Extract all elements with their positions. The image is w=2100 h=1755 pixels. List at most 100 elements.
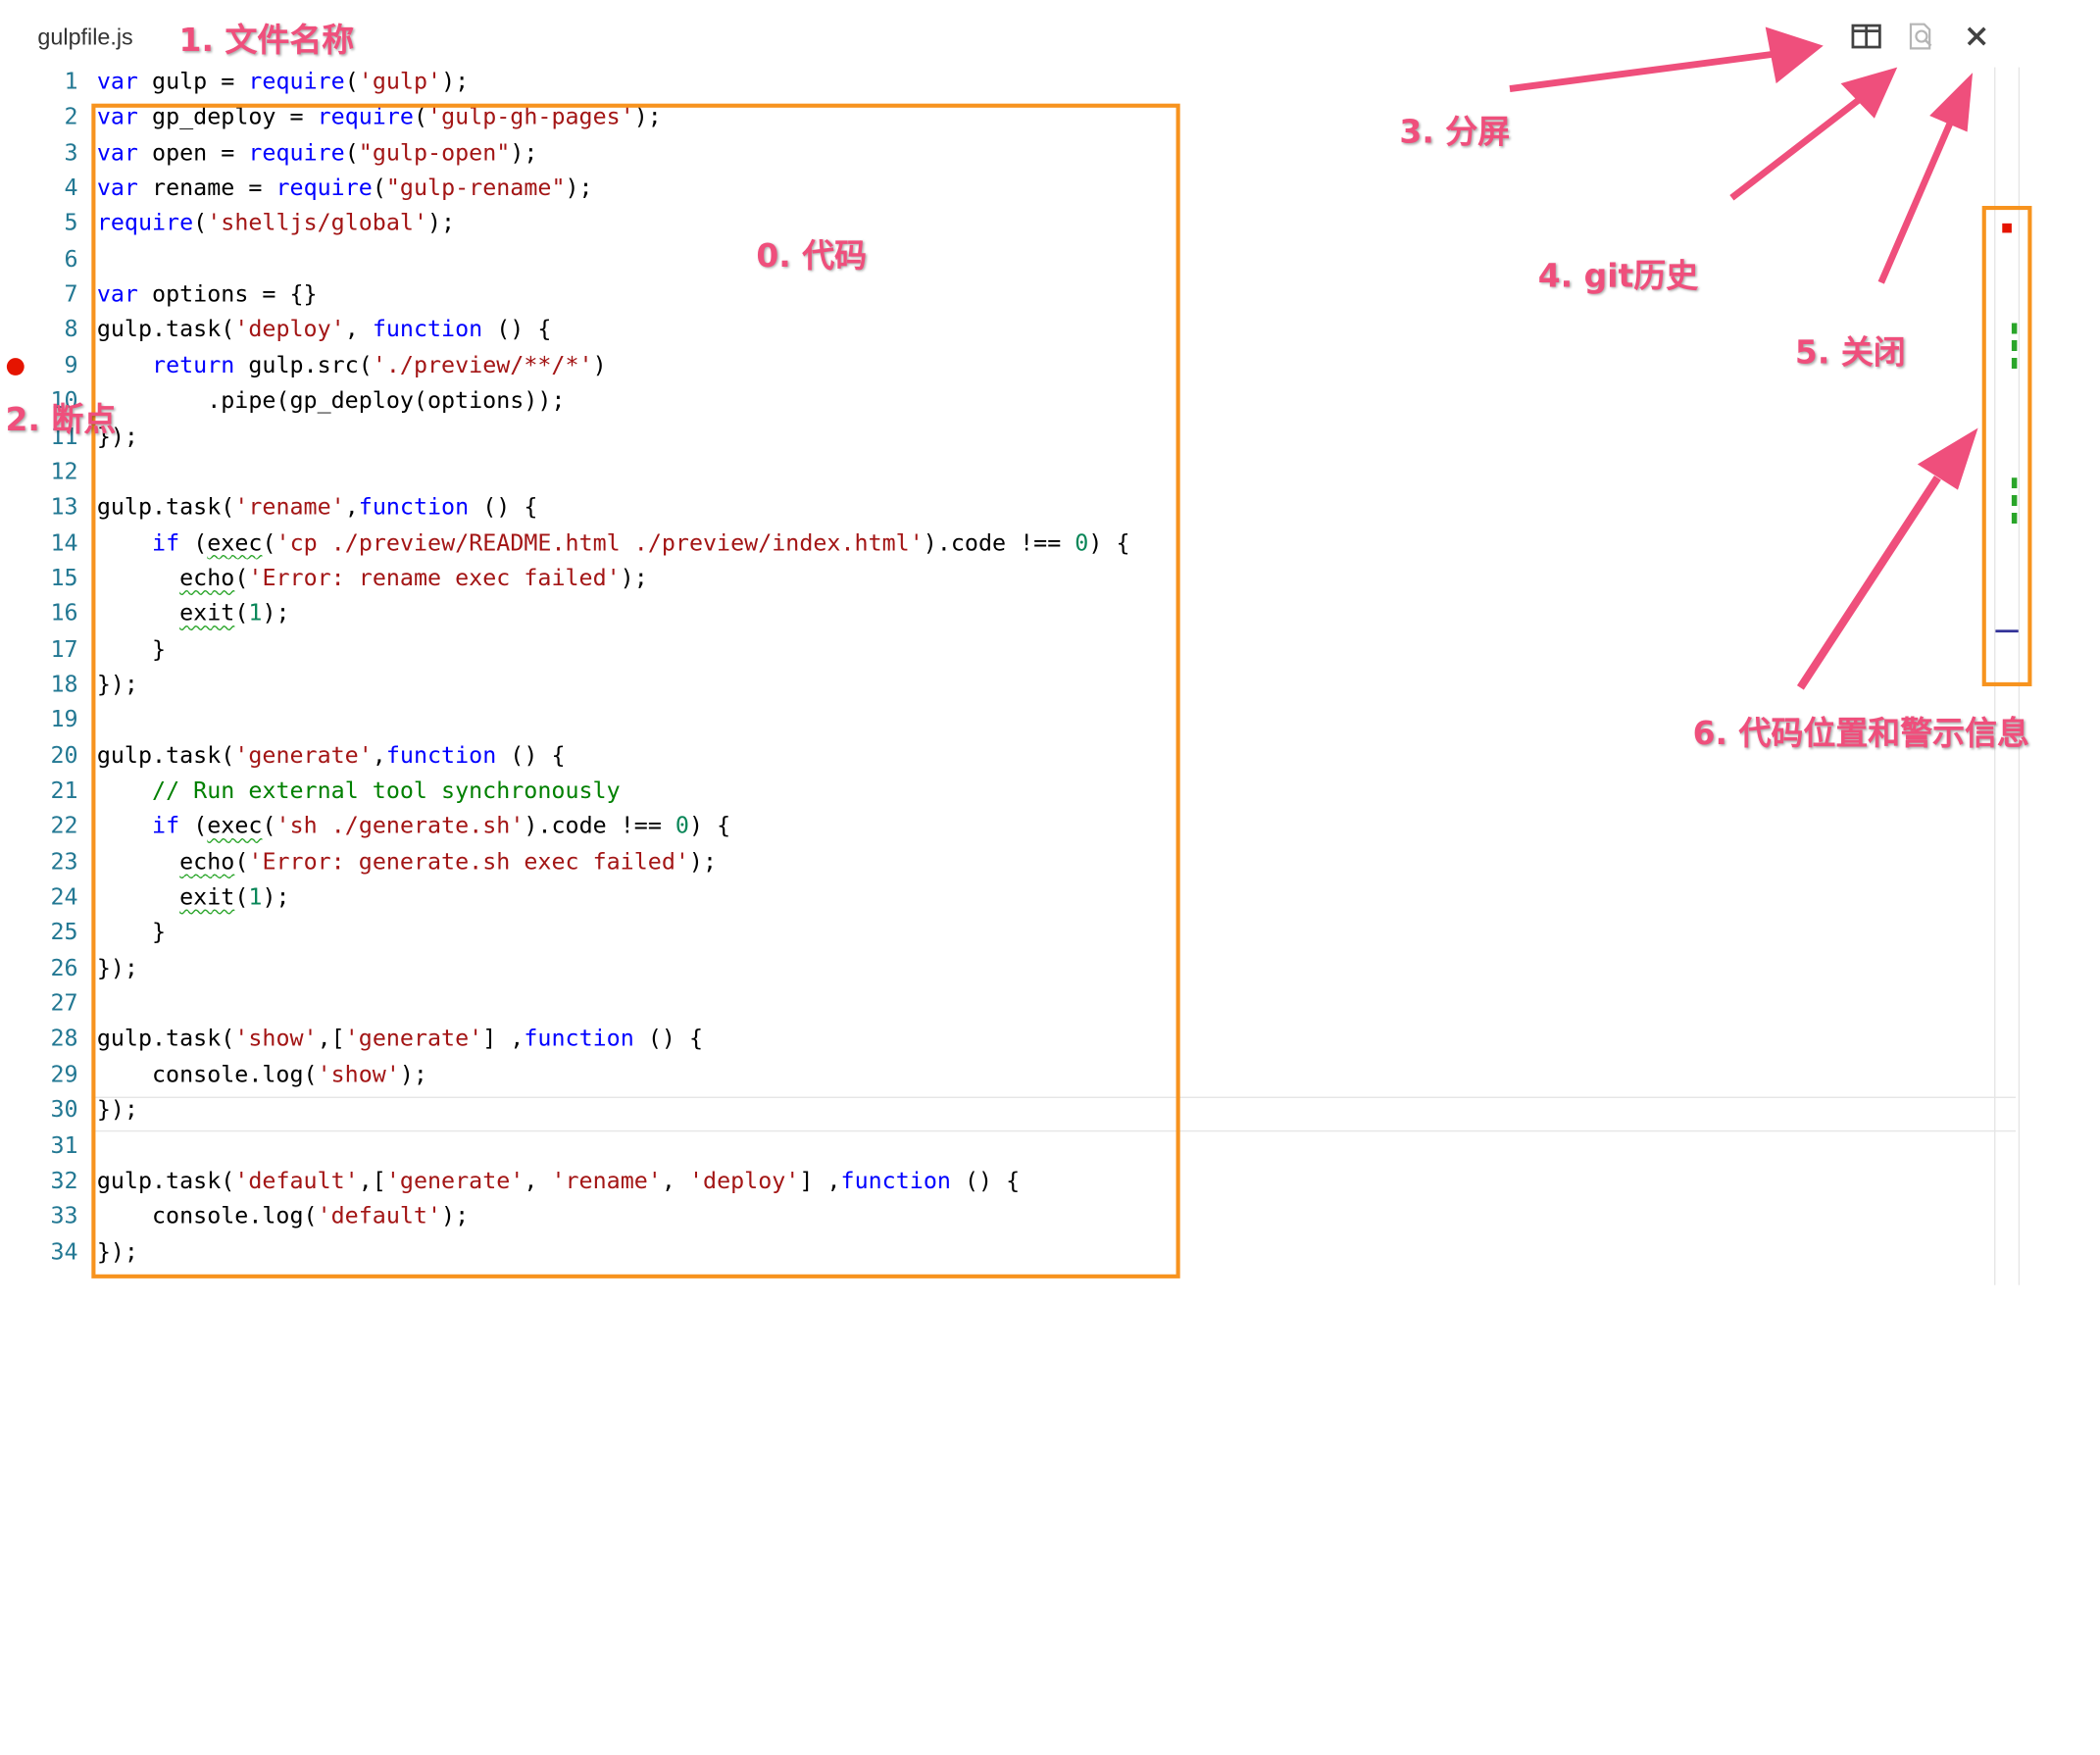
code-line[interactable]: }); xyxy=(97,1097,138,1124)
code-line[interactable]: exit(1); xyxy=(97,883,289,912)
line-number[interactable]: 8 xyxy=(64,317,78,344)
code-line[interactable]: if (exec('sh ./generate.sh').code !== 0)… xyxy=(97,813,730,839)
line-number[interactable]: 6 xyxy=(64,245,78,274)
code-token: }); xyxy=(96,1096,138,1125)
code-line[interactable]: var gp_deploy = require('gulp-gh-pages')… xyxy=(97,104,662,130)
code-line[interactable]: exit(1); xyxy=(97,600,290,627)
code-token: var xyxy=(96,175,138,202)
code-line[interactable]: } xyxy=(97,920,166,946)
line-number[interactable]: 9 xyxy=(64,352,78,379)
code-line[interactable]: return gulp.src('./preview/**/*') xyxy=(97,352,607,378)
close-icon[interactable] xyxy=(1961,21,1993,53)
code-line[interactable]: console.log('show'); xyxy=(97,1062,427,1088)
line-number[interactable]: 32 xyxy=(50,1168,78,1195)
code-token: gp_deploy = xyxy=(137,104,318,131)
line-number[interactable]: 16 xyxy=(50,600,78,627)
code-token: ,[ xyxy=(358,1168,386,1195)
line-number[interactable]: 7 xyxy=(64,280,78,309)
line-number[interactable]: 22 xyxy=(50,813,78,840)
line-number[interactable]: 17 xyxy=(50,635,78,664)
code-line[interactable]: if (exec('cp ./preview/README.html ./pre… xyxy=(97,529,1130,556)
line-number[interactable]: 26 xyxy=(50,955,78,982)
line-number[interactable]: 20 xyxy=(50,742,78,770)
code-token: () { xyxy=(469,493,538,522)
code-line[interactable]: require('shelljs/global'); xyxy=(97,211,455,237)
code-line[interactable]: console.log('default'); xyxy=(97,1203,469,1229)
line-number[interactable]: 30 xyxy=(50,1096,78,1125)
code-line[interactable]: }); xyxy=(97,672,138,698)
code-line[interactable]: .pipe(gp_deploy(options)); xyxy=(97,387,565,414)
code-line[interactable]: gulp.task('default',['generate', 'rename… xyxy=(97,1168,1020,1194)
code-token: 0 xyxy=(1075,529,1089,557)
code-token: () { xyxy=(633,1026,704,1053)
overview-ruler[interactable] xyxy=(1994,67,2021,1285)
code-line[interactable]: gulp.task('generate',function () { xyxy=(97,742,566,769)
line-number[interactable]: 27 xyxy=(50,990,78,1018)
annotation-overview: 6. 代码位置和警示信息 xyxy=(1692,714,2029,753)
code-line[interactable]: // Run external tool synchronously xyxy=(97,777,621,804)
breakpoint-marker[interactable] xyxy=(6,358,25,376)
line-number[interactable]: 23 xyxy=(50,848,78,877)
code-token: if xyxy=(152,529,180,557)
line-number[interactable]: 4 xyxy=(64,175,78,202)
line-number[interactable]: 15 xyxy=(50,565,78,592)
file-name[interactable]: gulpfile.js xyxy=(37,24,133,50)
code-line[interactable]: echo('Error: generate.sh exec failed'); xyxy=(97,849,717,876)
code-line[interactable]: var options = {} xyxy=(97,281,318,308)
code-token: 'cp ./preview/README.html ./preview/inde… xyxy=(275,529,924,557)
git-history-icon[interactable] xyxy=(1905,21,1937,53)
code-line[interactable]: }); xyxy=(97,955,138,981)
line-number[interactable]: 5 xyxy=(64,210,78,238)
code-token: './preview/**/*' xyxy=(372,352,593,379)
line-number[interactable]: 31 xyxy=(50,1131,78,1160)
code-token: ( xyxy=(344,68,359,96)
code-token: ) { xyxy=(1088,529,1130,557)
change-marker[interactable] xyxy=(2011,323,2018,372)
code-token: ); xyxy=(262,600,290,627)
line-number[interactable]: 11 xyxy=(50,423,78,451)
error-marker[interactable] xyxy=(2002,223,2012,233)
line-number[interactable]: 19 xyxy=(50,706,78,734)
line-number[interactable]: 14 xyxy=(50,529,78,557)
code-token: "gulp-rename" xyxy=(385,175,566,202)
line-number[interactable]: 18 xyxy=(50,671,78,699)
code-line[interactable]: echo('Error: rename exec failed'); xyxy=(97,565,648,591)
code-token: ); xyxy=(620,565,648,592)
line-number[interactable]: 21 xyxy=(50,777,78,805)
code-token: function xyxy=(358,493,470,522)
code-line[interactable]: var gulp = require('gulp'); xyxy=(97,69,469,95)
line-number[interactable]: 12 xyxy=(50,458,78,486)
line-number[interactable]: 28 xyxy=(50,1026,78,1053)
code-token: 'default' xyxy=(317,1203,442,1230)
line-number[interactable]: 33 xyxy=(50,1203,78,1230)
line-number[interactable]: 24 xyxy=(50,883,78,912)
code-line[interactable]: gulp.task('rename',function () { xyxy=(97,494,538,521)
line-number[interactable]: 1 xyxy=(64,68,78,96)
line-number[interactable]: 34 xyxy=(50,1238,78,1266)
code-line[interactable]: gulp.task('deploy', function () { xyxy=(97,317,552,343)
code-line[interactable]: }); xyxy=(97,424,138,450)
code-token: 'shelljs/global' xyxy=(207,210,428,238)
code-token: ); xyxy=(565,175,593,202)
code-token-warning: exit xyxy=(179,600,235,627)
change-marker[interactable] xyxy=(2011,477,2018,526)
code-token: gulp = xyxy=(137,68,249,96)
code-line[interactable]: var open = require("gulp-open"); xyxy=(97,139,538,166)
cursor-position-marker xyxy=(1995,629,2019,633)
code-token: } xyxy=(96,919,167,947)
code-line[interactable]: var rename = require("gulp-rename"); xyxy=(97,175,593,201)
line-number[interactable]: 3 xyxy=(64,139,78,167)
split-editor-icon[interactable] xyxy=(1850,21,1882,53)
line-number[interactable]: 10 xyxy=(50,387,78,415)
code-line[interactable]: gulp.task('show',['generate'] ,function … xyxy=(97,1026,703,1052)
code-token: require xyxy=(248,68,345,96)
line-number[interactable]: 13 xyxy=(50,493,78,522)
line-number[interactable]: 29 xyxy=(50,1061,78,1089)
code-token: () { xyxy=(482,317,552,344)
code-line[interactable]: }); xyxy=(97,1238,138,1265)
code-line[interactable]: } xyxy=(97,636,166,663)
line-number[interactable]: 25 xyxy=(50,919,78,947)
code-token: 1 xyxy=(248,883,263,912)
line-number[interactable]: 2 xyxy=(64,104,78,131)
code-token: ); xyxy=(441,1203,470,1230)
